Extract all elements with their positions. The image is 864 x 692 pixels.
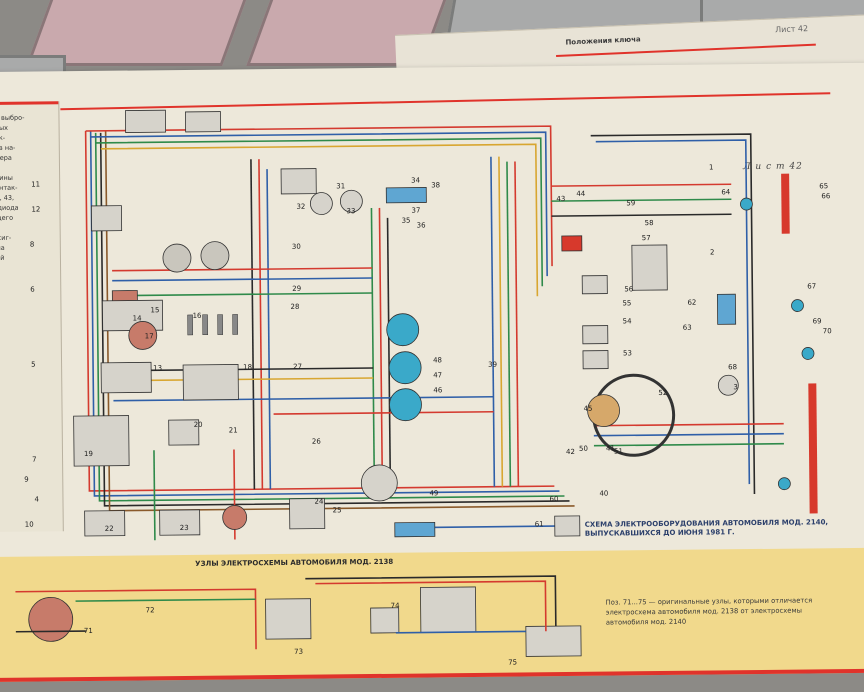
component-number-20: 20 bbox=[194, 421, 203, 429]
component-number-75: 75 bbox=[508, 659, 517, 667]
component-number-45: 45 bbox=[584, 405, 593, 413]
component-number-16: 16 bbox=[193, 312, 203, 320]
component-number-71: 71 bbox=[84, 627, 93, 635]
component-number-56: 56 bbox=[624, 285, 634, 293]
component-number-4: 4 bbox=[34, 496, 39, 504]
component-number-50: 50 bbox=[579, 445, 588, 453]
component-number-33: 33 bbox=[346, 207, 355, 215]
component-number-2: 2 bbox=[710, 248, 715, 256]
component-number-22: 22 bbox=[105, 525, 114, 533]
component-number-35: 35 bbox=[402, 217, 411, 225]
component-number-63: 63 bbox=[683, 324, 692, 332]
component-number-34: 34 bbox=[411, 176, 421, 184]
component-number-23: 23 bbox=[180, 524, 189, 532]
component-number-61: 61 bbox=[535, 520, 544, 528]
component-number-57: 57 bbox=[642, 234, 651, 242]
component-number-7: 7 bbox=[32, 456, 37, 464]
component-number-14: 14 bbox=[133, 314, 143, 322]
back-sheet-label: Лист 42 bbox=[774, 23, 809, 35]
component-number-54: 54 bbox=[623, 317, 633, 325]
component-number-37: 37 bbox=[411, 207, 420, 215]
component-number-40: 40 bbox=[599, 490, 608, 498]
component-number-24: 24 bbox=[314, 498, 324, 506]
component-number-67: 67 bbox=[807, 282, 816, 290]
component-number-39: 39 bbox=[488, 361, 497, 369]
component-number-11: 11 bbox=[31, 180, 40, 188]
component-number-68: 68 bbox=[728, 363, 737, 371]
component-number-8: 8 bbox=[30, 241, 35, 249]
component-number-10: 10 bbox=[25, 521, 34, 529]
component-number-32: 32 bbox=[296, 203, 305, 211]
component-number-60: 60 bbox=[549, 495, 558, 503]
component-number-30: 30 bbox=[292, 243, 301, 251]
component-number-62: 62 bbox=[687, 299, 696, 307]
component-number-27: 27 bbox=[293, 363, 302, 371]
main-caption: Схема электрооборудования автомобиля мод… bbox=[584, 518, 829, 538]
component-number-36: 36 bbox=[417, 221, 427, 229]
component-number-31: 31 bbox=[336, 182, 345, 190]
component-number-9: 9 bbox=[24, 476, 29, 484]
component-number-12: 12 bbox=[31, 205, 40, 213]
component-number-5: 5 bbox=[31, 361, 36, 369]
component-number-64: 64 bbox=[721, 188, 731, 196]
component-number-42: 42 bbox=[566, 448, 575, 456]
component-number-69: 69 bbox=[813, 317, 822, 325]
component-number-38: 38 bbox=[431, 181, 440, 189]
component-number-53: 53 bbox=[623, 349, 632, 357]
component-number-29: 29 bbox=[292, 285, 301, 293]
component-number-28: 28 bbox=[290, 303, 299, 311]
component-number-46: 46 bbox=[433, 386, 443, 394]
component-number-58: 58 bbox=[645, 219, 654, 227]
component-number-48: 48 bbox=[433, 356, 442, 364]
component-number-51: 51 bbox=[614, 447, 623, 455]
component-number-19: 19 bbox=[84, 450, 93, 458]
component-number-13: 13 bbox=[153, 364, 162, 372]
component-number-21: 21 bbox=[229, 426, 238, 434]
component-number-65: 65 bbox=[819, 182, 828, 190]
component-number-41: 41 bbox=[606, 444, 615, 452]
note-text: Поз. 71...75 — оригинальные узлы, которы… bbox=[605, 596, 813, 627]
component-number-66: 66 bbox=[821, 192, 831, 200]
component-number-59: 59 bbox=[626, 199, 635, 207]
component-number-74: 74 bbox=[391, 602, 401, 610]
component-number-3: 3 bbox=[733, 383, 738, 391]
wiring-diagram: 1234567891011121314151617181920212223242… bbox=[15, 92, 832, 667]
component-number-18: 18 bbox=[243, 363, 252, 371]
component-number-55: 55 bbox=[622, 299, 631, 307]
component-number-70: 70 bbox=[823, 327, 832, 335]
component-number-26: 26 bbox=[312, 438, 322, 446]
component-number-43: 43 bbox=[556, 195, 565, 203]
component-number-44: 44 bbox=[576, 190, 586, 198]
component-number-72: 72 bbox=[146, 606, 155, 614]
back-sheet-key-label: Положения ключа bbox=[565, 35, 641, 47]
component-number-52: 52 bbox=[658, 389, 667, 397]
component-number-15: 15 bbox=[150, 306, 159, 314]
component-number-47: 47 bbox=[433, 371, 442, 379]
component-number-6: 6 bbox=[30, 286, 35, 294]
component-number-17: 17 bbox=[145, 332, 154, 340]
component-number-1: 1 bbox=[709, 163, 714, 171]
component-number-25: 25 bbox=[333, 506, 342, 514]
component-number-73: 73 bbox=[294, 648, 303, 656]
component-number-49: 49 bbox=[429, 489, 438, 497]
